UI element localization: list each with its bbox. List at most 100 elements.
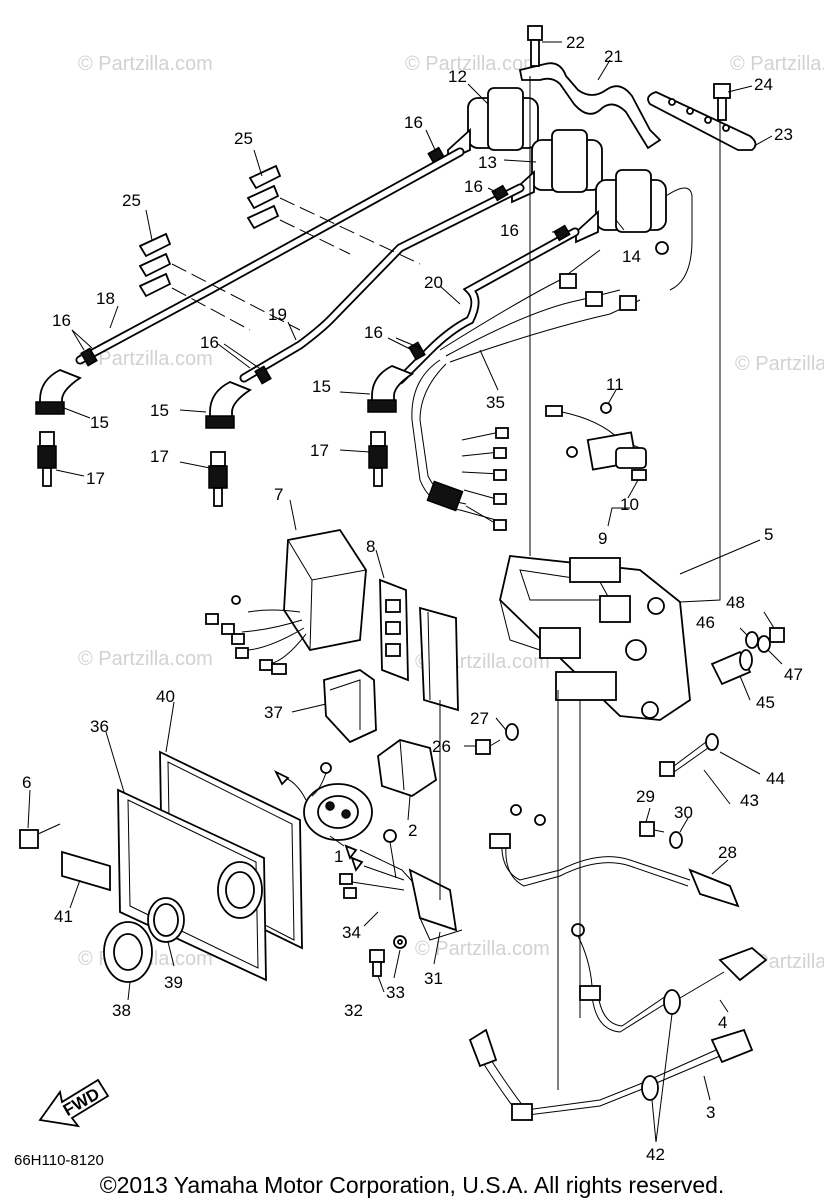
washer-33[interactable] [393,935,407,949]
callout-19: 19 [268,305,287,324]
plug-cap-15-right[interactable] [367,365,414,413]
cap-38[interactable] [103,921,153,983]
callout-26: 26 [432,737,451,756]
spark-plug-17-right[interactable] [368,431,388,487]
connector-10[interactable] [631,469,647,481]
bolt-43[interactable] [659,741,709,777]
screw-32[interactable] [369,949,385,977]
callout-29: 29 [636,787,655,806]
bolt-26[interactable] [475,739,501,755]
callout-6: 6 [22,773,31,792]
watermark: © Partzilla.com [78,348,213,370]
o-ring-39[interactable] [147,897,185,943]
spark-plug-lead-19[interactable] [239,183,525,383]
nut-48[interactable] [769,627,785,643]
fwd-arrow-icon: FWD [38,1078,110,1128]
callout-16: 16 [500,221,519,240]
callout-17: 17 [86,469,105,488]
washer-47[interactable] [757,635,771,653]
ignition-coil-13[interactable] [511,129,603,204]
callout-13: 13 [478,153,497,172]
grommets-16[interactable] [80,146,571,385]
label-41[interactable] [61,850,111,892]
spark-plug-17-middle[interactable] [208,451,228,507]
callout-42: 42 [646,1145,665,1164]
watermark: © Partzilla.com [735,353,824,375]
callout-1: 1 [334,847,343,866]
plug-cap-15-middle[interactable] [205,381,252,429]
bracket-31[interactable] [408,868,463,941]
bracket-37[interactable] [323,669,377,744]
callout-16: 16 [404,113,423,132]
callout-8: 8 [366,537,375,556]
bolt-6[interactable] [19,823,61,849]
reference-lines [439,76,721,1090]
washer-27[interactable] [505,723,519,741]
callout-36: 36 [90,717,109,736]
sensor-4[interactable] [571,923,768,1033]
wire-harness-35[interactable] [411,249,641,531]
spark-plug-lead-18[interactable] [75,147,465,365]
module-34[interactable] [339,829,421,899]
ignition-coil-14[interactable] [575,169,693,291]
callout-43: 43 [740,791,759,810]
callout-39: 39 [164,973,183,992]
callout-33: 33 [386,983,405,1002]
callout-numbers: 22 21 24 23 12 13 14 16 16 16 25 25 18 1… [22,33,803,1164]
washer-46[interactable] [745,631,759,649]
callout-41: 41 [54,907,73,926]
bolt-24[interactable] [713,83,731,121]
callout-48: 48 [726,593,745,612]
callout-30: 30 [674,803,693,822]
bolt-29[interactable] [639,821,665,837]
coil-bracket-21[interactable] [518,62,662,150]
callout-16: 16 [464,177,483,196]
lead-clip-25-lower[interactable] [138,232,172,298]
callout-15: 15 [90,413,109,432]
relay-2[interactable] [377,739,437,797]
callout-7: 7 [274,485,283,504]
diagram-part-number: 66H110-8120 [14,1152,104,1169]
callout-5: 5 [764,525,773,544]
spacer-45[interactable] [710,649,753,686]
callout-47: 47 [784,665,803,684]
plate-23[interactable] [647,91,757,151]
cdi-unit-7[interactable] [205,529,367,675]
sensor-3[interactable] [468,1028,754,1121]
callout-31: 31 [424,969,443,988]
callout-45: 45 [756,693,775,712]
callout-40: 40 [156,687,175,706]
callout-9: 9 [598,529,607,548]
callout-38: 38 [112,1001,131,1020]
electrical-box-5[interactable] [499,555,691,721]
rectifier-1[interactable] [273,762,373,841]
callout-18: 18 [96,289,115,308]
copyright-notice: ©2013 Yamaha Motor Corporation, U.S.A. A… [99,1172,725,1198]
cover-36[interactable] [117,788,267,982]
callout-16: 16 [52,311,71,330]
watermark: © Partzilla.com [730,53,824,75]
clip-30[interactable] [669,831,683,849]
plug-cap-15-left[interactable] [35,369,82,415]
routing-lines [171,197,421,331]
callout-32: 32 [344,1001,363,1020]
callout-16: 16 [364,323,383,342]
callout-21: 21 [604,47,623,66]
callout-28: 28 [718,843,737,862]
bolt-22[interactable] [527,25,543,67]
callout-23: 23 [774,125,793,144]
callout-3: 3 [706,1103,715,1122]
callout-24: 24 [754,75,773,94]
callout-20: 20 [424,273,443,292]
grommets-42[interactable] [641,989,681,1101]
lead-clip-25-upper[interactable] [246,164,282,230]
connector-9[interactable] [615,447,647,469]
callout-44: 44 [766,769,785,788]
sensor-28[interactable] [489,804,740,908]
spark-plug-17-left[interactable] [37,431,57,487]
watermark: © Partzilla.com [405,53,540,75]
washer-44[interactable] [705,733,719,751]
bracket-8[interactable] [379,578,459,712]
callout-4: 4 [718,1013,727,1032]
spark-plug-lead-20[interactable] [395,227,580,385]
